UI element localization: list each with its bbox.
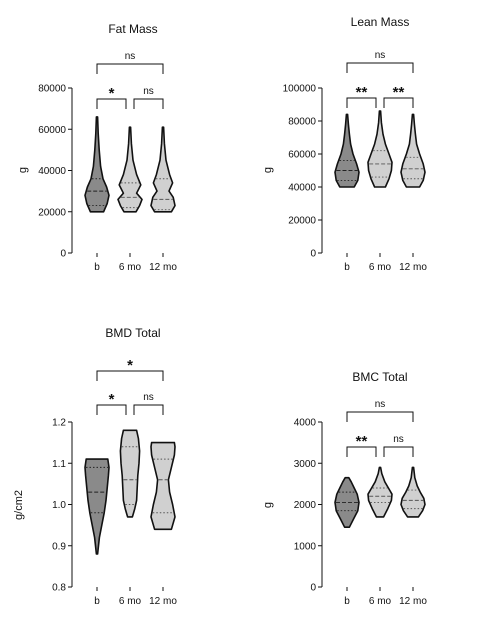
significance-label: ** [356, 84, 368, 101]
y-tick-label: 20000 [288, 216, 316, 227]
y-tick-label: 80000 [38, 84, 66, 95]
x-tick-label: 6 mo [119, 596, 142, 607]
violin-12-mo [400, 466, 426, 518]
x-tick-label: 12 mo [399, 262, 427, 273]
significance-label: ns [375, 50, 386, 61]
y-tick-label: 0 [60, 249, 66, 260]
y-tick-label: 3000 [294, 459, 317, 470]
significance-label: ** [393, 84, 405, 101]
violin-b [334, 476, 360, 528]
significance-bracket [133, 404, 164, 415]
significance-label: ns [375, 399, 386, 410]
y-axis-label: g/cm2 [13, 490, 25, 520]
chart-panel-2: Lean Mass g 0 20000 40000 60000 80000 100000 b 6 … [262, 15, 427, 273]
chart-title: Lean Mass [351, 15, 410, 29]
significance-bracket [346, 97, 377, 108]
x-tick-label: 12 mo [399, 596, 427, 607]
significance-label: ns [125, 51, 136, 62]
y-tick-label: 0 [310, 583, 316, 594]
significance-bracket [383, 446, 414, 457]
y-tick-label: 1.0 [52, 500, 66, 511]
violin-b [84, 458, 110, 555]
y-axis-label: g [17, 167, 29, 173]
y-tick-label: 0.9 [52, 541, 66, 552]
y-axis-label: g [262, 502, 274, 508]
y-tick-label: 80000 [288, 117, 316, 128]
chart-panel-4: BMC Total g 0 1000 2000 3000 4000 b 6 mo 12 mo ns *… [262, 370, 427, 607]
significance-label: ns [143, 392, 154, 403]
violin-6-mo [367, 110, 393, 188]
x-tick-label: 6 mo [369, 262, 392, 273]
violin-12-mo [400, 113, 426, 188]
chart-title: BMD Total [105, 326, 160, 340]
chart-title: BMC Total [352, 370, 407, 384]
x-tick-label: 6 mo [369, 596, 392, 607]
significance-bracket [346, 62, 414, 73]
y-tick-label: 1.1 [52, 459, 66, 470]
y-tick-label: 100000 [283, 84, 317, 95]
x-tick-label: 12 mo [149, 596, 177, 607]
significance-bracket [96, 63, 164, 74]
y-tick-label: 60000 [288, 150, 316, 161]
y-tick-label: 1000 [294, 541, 317, 552]
significance-label: ns [143, 86, 154, 97]
significance-label: * [109, 85, 115, 102]
y-tick-label: 60000 [38, 125, 66, 136]
y-axis-label: g [262, 167, 274, 173]
significance-bracket [383, 97, 414, 108]
y-tick-label: 0.8 [52, 583, 66, 594]
violin-6-mo [119, 429, 141, 518]
x-tick-label: b [94, 596, 100, 607]
violin-12-mo [150, 126, 176, 213]
x-tick-label: b [344, 262, 350, 273]
violin-b [84, 116, 110, 213]
significance-bracket [96, 404, 127, 415]
violin-6-mo [367, 466, 393, 518]
chart-panel-1: Fat Mass g 0 20000 40000 60000 80000 b 6 mo 12 mo… [17, 22, 177, 273]
y-tick-label: 1.2 [52, 418, 66, 429]
x-tick-label: b [344, 596, 350, 607]
significance-bracket [346, 446, 377, 457]
violin-12-mo [150, 441, 176, 531]
x-tick-label: 6 mo [119, 262, 142, 273]
y-tick-label: 40000 [38, 166, 66, 177]
chart-panel-3: BMD Total g/cm2 0.8 0.9 1.0 1.1 1.2 b 6 mo 12 mo *… [13, 326, 177, 607]
violin-b [334, 113, 360, 188]
x-tick-label: 12 mo [149, 262, 177, 273]
significance-bracket [96, 98, 127, 109]
y-tick-label: 40000 [288, 183, 316, 194]
y-tick-label: 2000 [294, 500, 317, 511]
significance-label: * [109, 391, 115, 408]
y-tick-label: 0 [310, 249, 316, 260]
violin-6-mo [117, 126, 143, 213]
significance-label: * [127, 357, 133, 374]
significance-label: ** [356, 433, 368, 450]
chart-title: Fat Mass [108, 22, 157, 36]
y-tick-label: 20000 [38, 207, 66, 218]
significance-label: ns [393, 434, 404, 445]
significance-bracket [96, 370, 164, 381]
x-tick-label: b [94, 262, 100, 273]
significance-bracket [346, 411, 414, 422]
y-tick-label: 4000 [294, 418, 317, 429]
significance-bracket [133, 98, 164, 109]
